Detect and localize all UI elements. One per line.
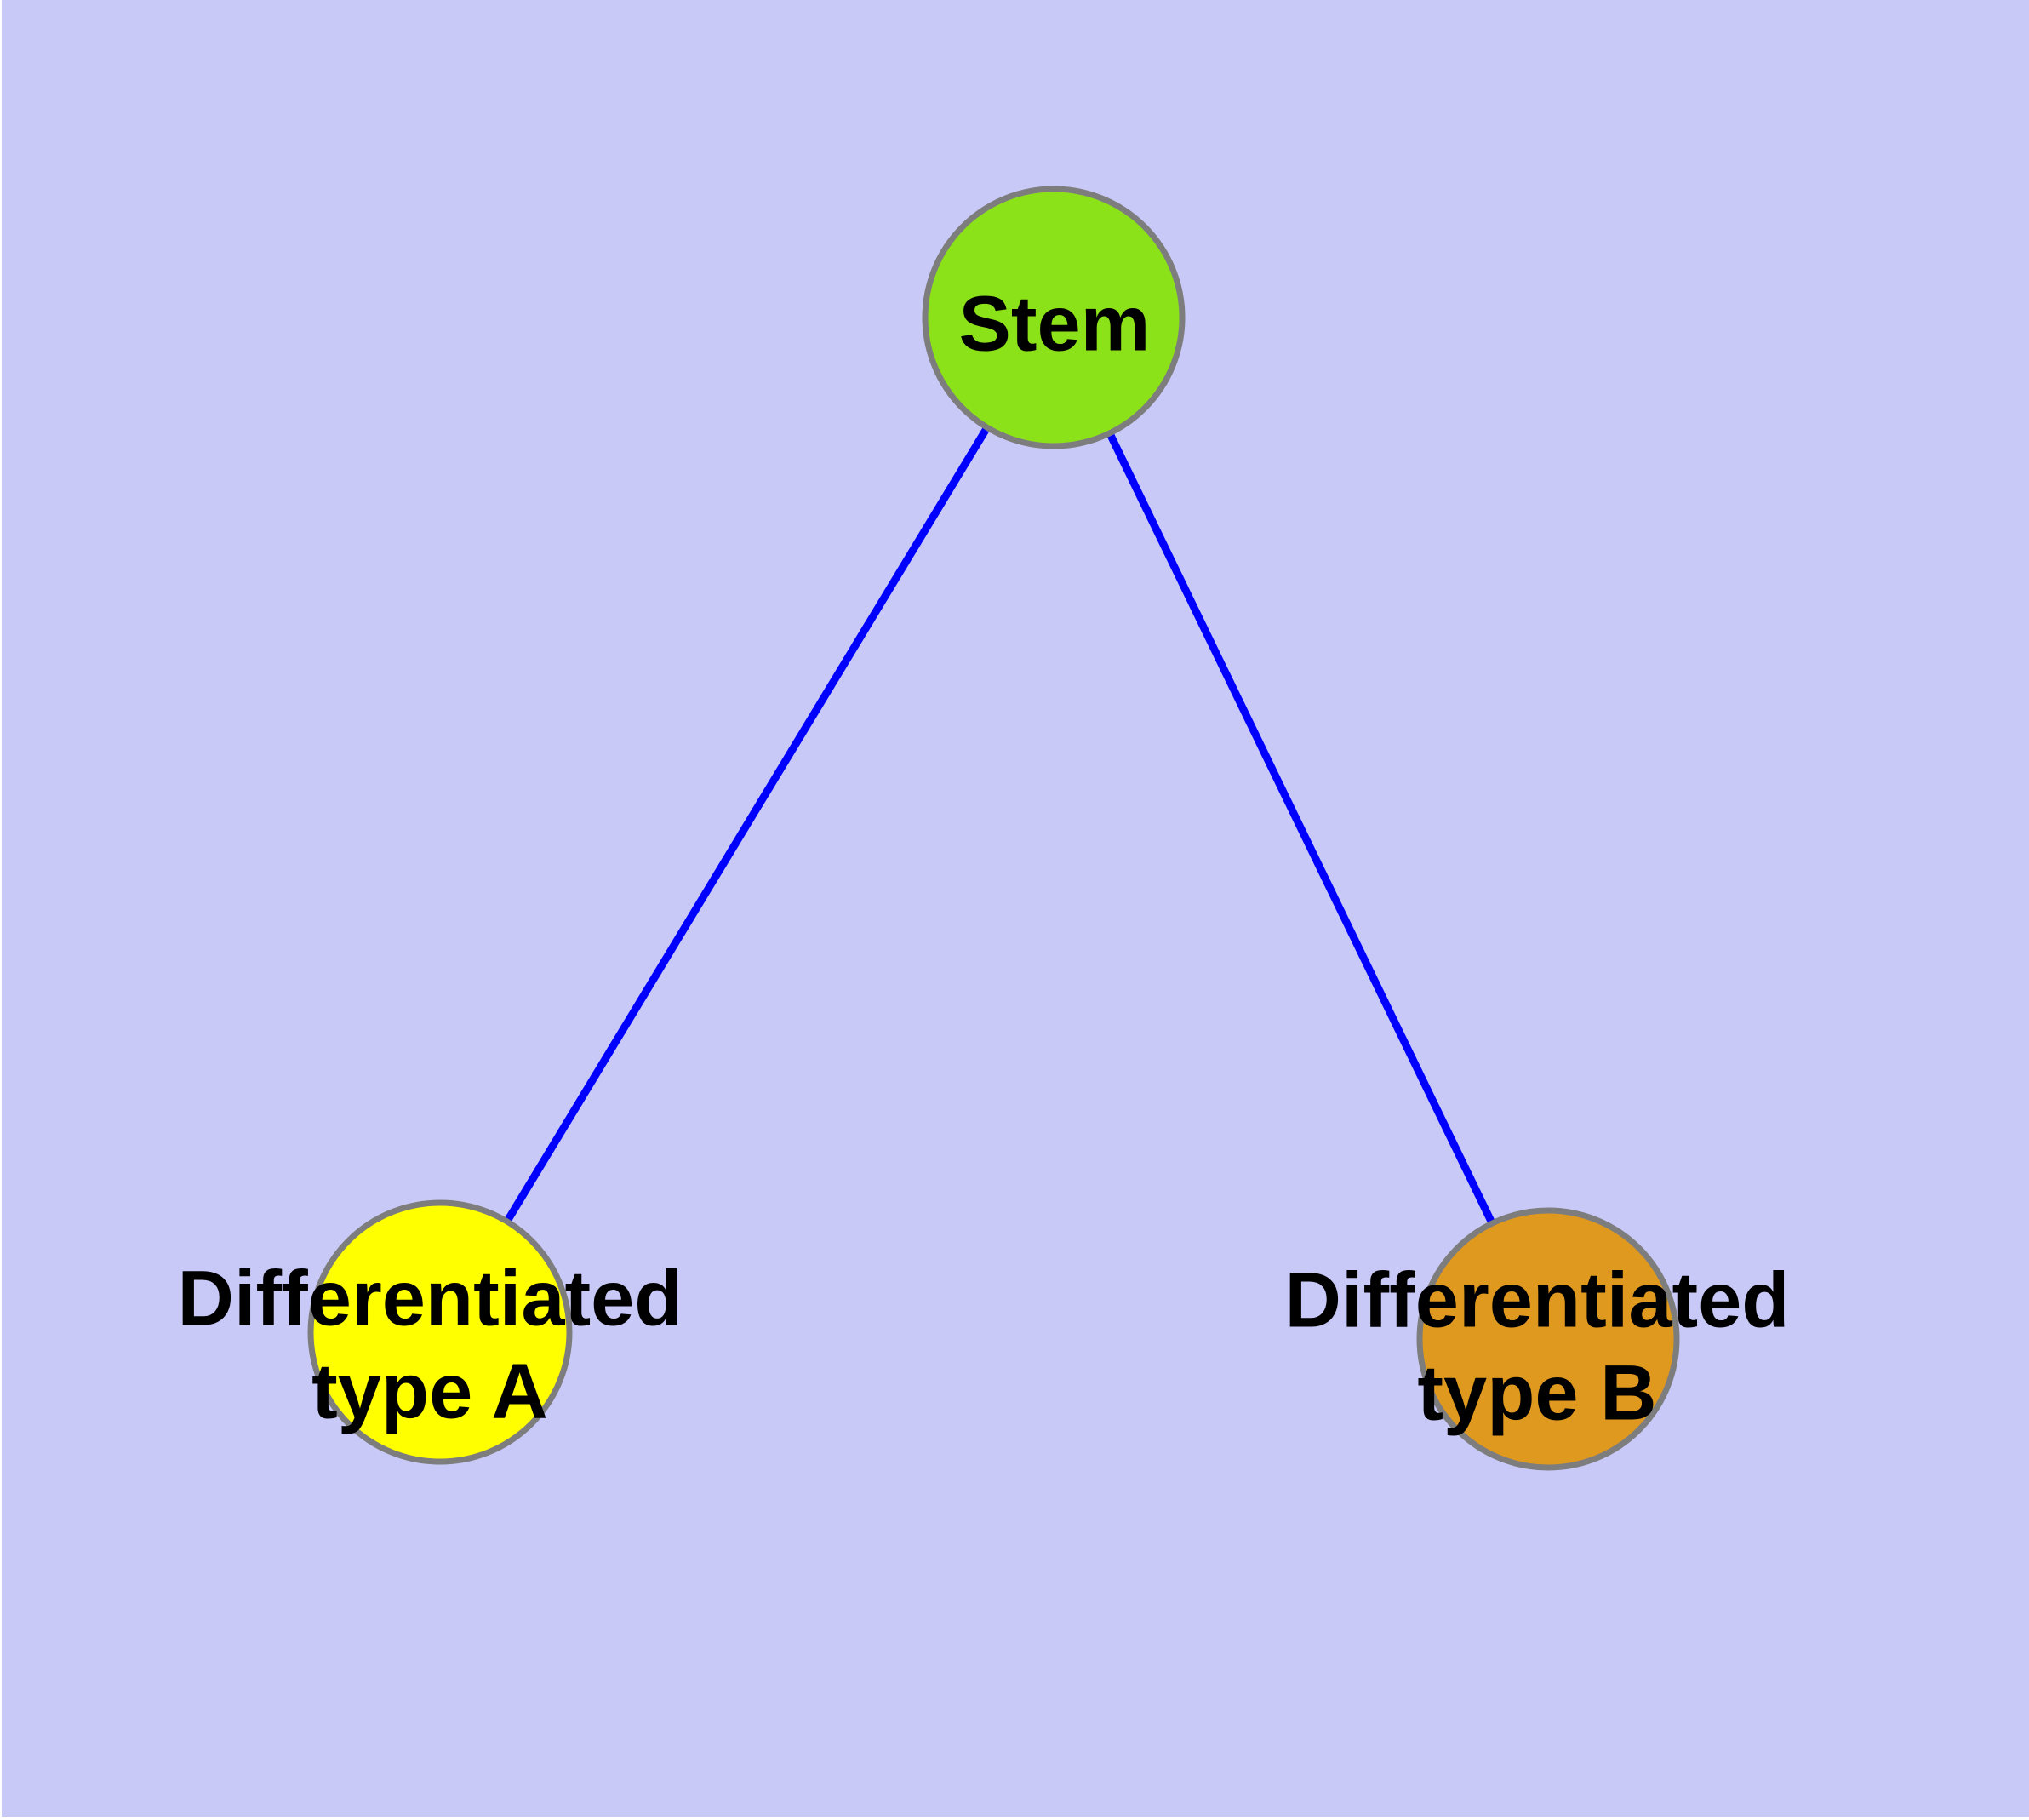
node-type-a-circle <box>307 1199 573 1465</box>
node-stem-label: Stem <box>958 280 1151 368</box>
edge-stem-to-type-b <box>1049 316 1552 1341</box>
node-group <box>307 186 1680 1471</box>
edge-stem-to-type-a <box>437 315 1057 1335</box>
node-type-b-circle <box>1416 1207 1680 1471</box>
node-stem-circle <box>922 186 1186 449</box>
edge-group <box>437 315 1552 1341</box>
node-type-a-label: Differentiated type A <box>177 1255 683 1434</box>
node-type-b-label: Differentiated type B <box>1284 1256 1790 1436</box>
